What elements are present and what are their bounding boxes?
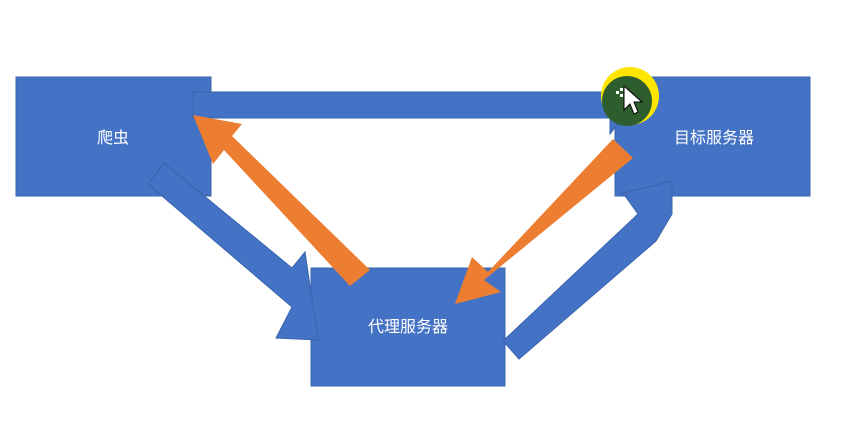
proxy-server-label: 代理服务器 (368, 317, 448, 336)
target-to-proxy-arrow (455, 139, 633, 304)
crawler-label: 爬虫 (97, 128, 129, 147)
crawler-to-proxy-arrow (147, 162, 319, 341)
cursor-highlight (601, 67, 659, 126)
proxy-to-target-arrow (502, 180, 673, 360)
proxy-to-crawler-arrow (193, 115, 370, 286)
crawler-to-target-arrow (192, 74, 633, 136)
target-server-label: 目标服务器 (674, 128, 754, 147)
mouse-pointer-icon (616, 84, 644, 115)
